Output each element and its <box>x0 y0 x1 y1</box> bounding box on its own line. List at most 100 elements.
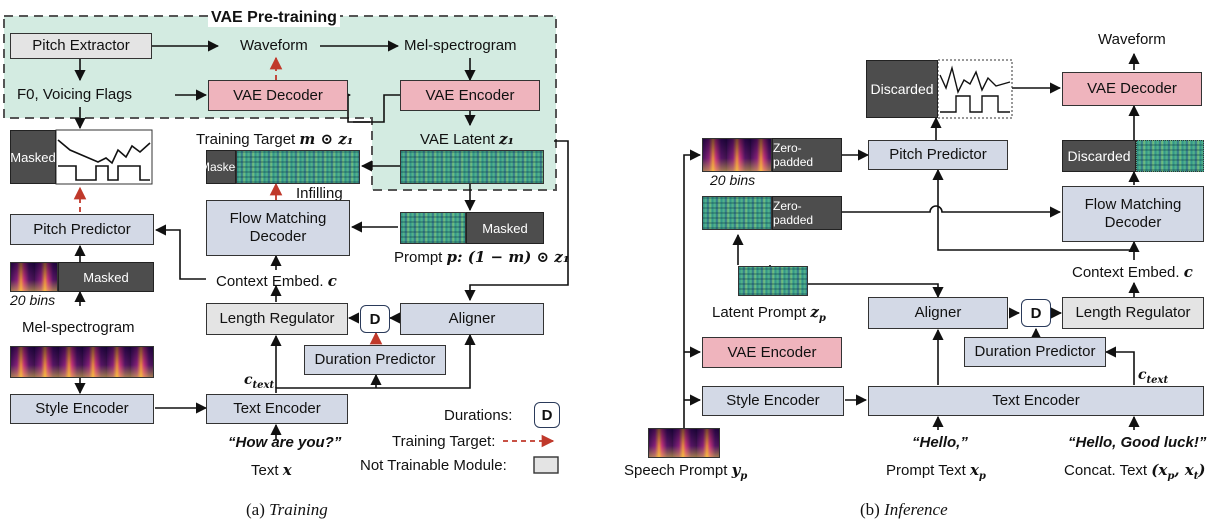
training-target-symbol: m ⊙ z₁ <box>299 130 354 148</box>
concat-sym-close: ) <box>1198 461 1206 479</box>
mel-spectrogram-label-top: Mel-spectrogram <box>404 37 517 54</box>
concat-text-symbol: (xp, xt) <box>1151 461 1206 482</box>
pitch-extractor[interactable]: Pitch Extractor <box>10 33 152 59</box>
generated-latent-spectrogram <box>1136 140 1204 172</box>
pitch-curve-inference <box>937 59 1013 119</box>
latent-prompt-label: Latent Prompt zp <box>712 303 826 324</box>
context-embed-symbol-inference: c <box>1183 263 1193 281</box>
zero-padded-block-top: Zero-padded <box>772 138 842 172</box>
bins-label-inference: 20 bins <box>710 172 756 188</box>
speech-prompt-symbol: y <box>731 461 741 479</box>
c-text-subscript-inference: text <box>1146 374 1169 386</box>
flow-matching-decoder-inference[interactable]: Flow Matching Decoder <box>1062 186 1204 242</box>
waveform-label-inference: Waveform <box>1098 31 1166 48</box>
prompt-quote-inference: “Hello,” <box>912 434 968 451</box>
pitch-masked-block: Masked <box>10 130 56 184</box>
prompt-text-label: Prompt Text xp <box>886 461 986 482</box>
latent-bins-spectrogram <box>702 196 772 230</box>
concat-quote-inference: “Hello, Good luck!” <box>1068 434 1207 451</box>
vae-pretraining-title: VAE Pre-training <box>208 9 340 27</box>
context-embed-label-inference: Context Embed. c <box>1072 263 1193 281</box>
text-input-symbol: x <box>282 461 292 479</box>
legend-training-target-label: Training Target: <box>392 433 496 450</box>
prompt-label: Prompt p: (1 − m) ⊙ z₁ <box>394 248 569 266</box>
c-text-subscript: text <box>252 379 275 391</box>
target-latent-spectrogram <box>236 150 360 184</box>
duration-predictor-training[interactable]: Duration Predictor <box>304 345 446 375</box>
prompt-latent-spectrogram <box>400 212 466 244</box>
prompt-text-symbol: x <box>969 461 979 479</box>
speech-bins-spectrogram <box>702 138 772 172</box>
bins-label-training: 20 bins <box>10 292 56 308</box>
context-embed-symbol: c <box>327 272 337 290</box>
mel-spectrogram-image <box>10 346 154 378</box>
prompt-text-subscript: p <box>978 471 986 482</box>
concat-sub-p: p <box>1167 471 1175 482</box>
waveform-label: Waveform <box>240 37 308 54</box>
prompt-masked-block: Masked <box>466 212 544 244</box>
pitch-predictor-training[interactable]: Pitch Predictor <box>10 214 154 245</box>
legend-grey-swatch <box>533 456 559 474</box>
length-regulator-training[interactable]: Length Regulator <box>206 303 348 335</box>
prompt-text: Prompt <box>394 249 443 266</box>
caption-training-prefix: (a) <box>246 500 265 519</box>
caption-training: (a) Training <box>246 500 328 520</box>
prompt-text-text: Prompt Text <box>886 462 966 479</box>
pitch-curve-training <box>55 129 153 185</box>
text-input-text: Text <box>251 462 279 479</box>
aligner-training[interactable]: Aligner <box>400 303 544 335</box>
text-quote-training: “How are you?” <box>228 434 342 451</box>
caption-training-text: Training <box>269 500 328 519</box>
style-encoder-training[interactable]: Style Encoder <box>10 394 154 424</box>
vae-latent-label: VAE Latent z₁ <box>420 130 514 148</box>
concat-sub-t: t <box>1193 471 1199 482</box>
c-text-label-training: ctext <box>244 372 274 391</box>
prompt-symbol: p: (1 − m) ⊙ z₁ <box>446 248 570 266</box>
discarded-latent-block: Discarded <box>1062 140 1136 172</box>
duration-badge-inference: D <box>1021 299 1051 327</box>
caption-inference: (b) Inference <box>860 500 948 520</box>
training-target-label: Training Target m ⊙ z₁ <box>196 130 353 148</box>
caption-inference-text: Inference <box>884 500 948 519</box>
legend-duration-badge: D <box>534 402 560 428</box>
text-encoder-training[interactable]: Text Encoder <box>206 394 348 424</box>
target-masked-block: Masked <box>200 150 242 184</box>
vae-encoder-training[interactable]: VAE Encoder <box>400 80 540 111</box>
aligner-inference[interactable]: Aligner <box>868 297 1008 329</box>
caption-inference-prefix: (b) <box>860 500 880 519</box>
c-text-symbol: c <box>244 372 253 388</box>
vae-decoder-training[interactable]: VAE Decoder <box>208 80 348 111</box>
mel-masked-block: Masked <box>58 262 154 292</box>
vae-latent-spectrogram <box>400 150 544 184</box>
style-encoder-inference[interactable]: Style Encoder <box>702 386 844 416</box>
f0-voicing-flags-label: F0, Voicing Flags <box>17 86 133 103</box>
context-embed-text-inference: Context Embed. <box>1072 264 1180 281</box>
latent-prompt-symbol: z <box>810 303 819 321</box>
training-target-text: Training Target <box>196 131 296 148</box>
infilling-label: Infilling <box>296 185 343 202</box>
text-encoder-inference[interactable]: Text Encoder <box>868 386 1204 416</box>
mel-bins-spectrogram <box>10 262 58 292</box>
vae-latent-symbol: z₁ <box>498 130 515 148</box>
duration-badge-training: D <box>360 305 390 333</box>
text-input-label: Text x <box>251 461 292 479</box>
speech-prompt-spectrogram <box>648 428 720 458</box>
discarded-pitch-block: Discarded <box>866 60 938 118</box>
legend-durations-label: Durations: <box>444 407 513 424</box>
pitch-predictor-inference[interactable]: Pitch Predictor <box>868 140 1008 170</box>
legend-not-trainable-label: Not Trainable Module: <box>360 457 507 474</box>
vae-decoder-inference[interactable]: VAE Decoder <box>1062 72 1202 106</box>
vae-latent-text: VAE Latent <box>420 131 495 148</box>
duration-predictor-inference[interactable]: Duration Predictor <box>964 337 1106 367</box>
speech-prompt-text: Speech Prompt <box>624 462 728 479</box>
speech-prompt-subscript: p <box>740 471 748 482</box>
flow-matching-decoder-training[interactable]: Flow Matching Decoder <box>206 200 350 256</box>
mel-spectrogram-label: Mel-spectrogram <box>22 319 135 336</box>
context-embed-text: Context Embed. <box>216 273 324 290</box>
latent-prompt-subscript: p <box>818 313 826 324</box>
context-embed-label-training: Context Embed. c <box>216 272 337 290</box>
length-regulator-inference[interactable]: Length Regulator <box>1062 297 1204 329</box>
concat-text-text: Concat. Text <box>1064 462 1148 479</box>
vae-encoder-inference[interactable]: VAE Encoder <box>702 337 842 368</box>
